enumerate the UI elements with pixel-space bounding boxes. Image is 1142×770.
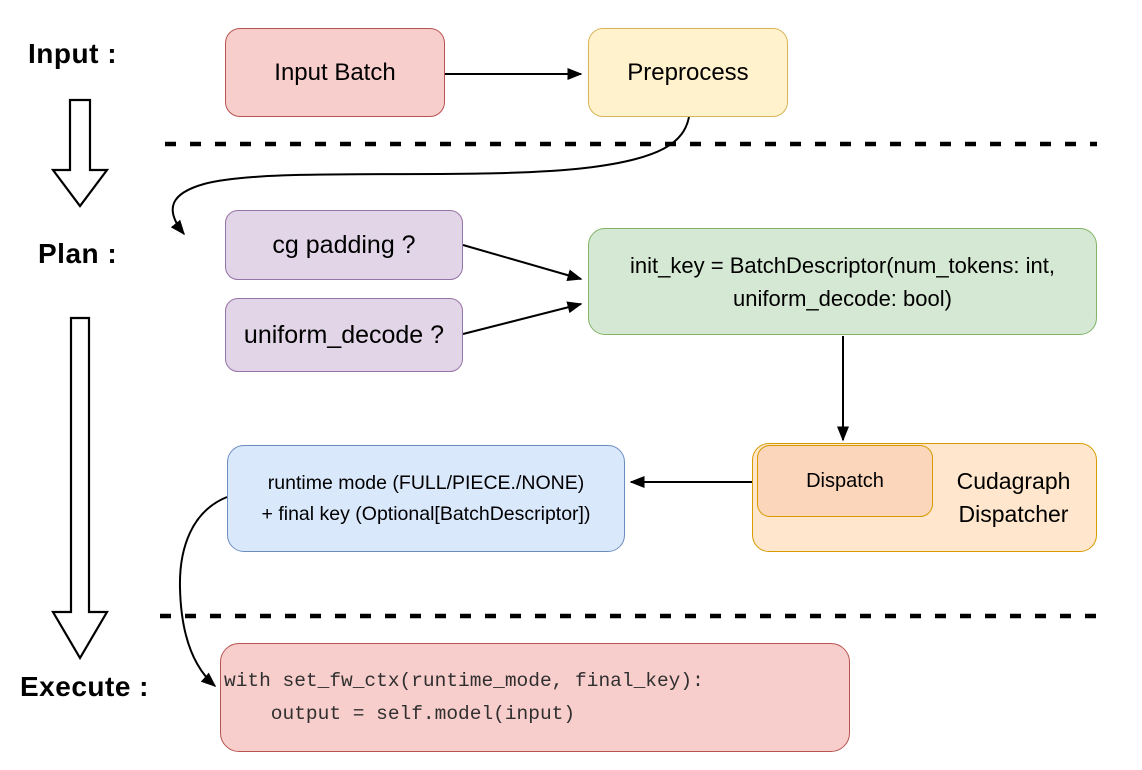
stage-label-execute: Execute : [20,671,149,702]
dispatch-label: Dispatch [806,469,884,492]
node-cg-padding: cg padding ? [225,210,463,280]
edge-uniform-decode-to-init-key [462,301,583,335]
edge-runtime-mode-to-execute-code [178,496,228,687]
node-dispatch: Dispatch [757,445,933,517]
cudagraph-dispatcher-label: Cudagraph Dispatcher [930,443,1097,552]
cg-padding-label: cg padding ? [272,230,416,259]
edge-cg-padding-to-init-key [462,244,583,282]
node-input-batch: Input Batch [225,28,445,117]
node-runtime-mode-final-key: runtime mode (FULL/PIECE./NONE) + final … [227,445,625,552]
stage-label-plan: Plan : [38,238,118,269]
node-execute-code: with set_fw_ctx(runtime_mode, final_key)… [220,643,850,752]
node-init-key: init_key = BatchDescriptor(num_tokens: i… [588,228,1097,335]
uniform-decode-label: uniform_decode ? [243,320,445,349]
stage-arrow-plan-to-execute-icon [51,316,109,661]
node-uniform-decode: uniform_decode ? [225,298,463,372]
init-key-line1: init_key = BatchDescriptor(num_tokens: i… [630,252,1055,278]
stage-label-input: Input : [28,38,118,69]
preprocess-label: Preprocess [627,58,749,86]
init-key-line2: uniform_decode: bool) [733,285,952,311]
edge-preprocess-to-cg-padding [170,116,690,236]
cudagraph-line2: Dispatcher [958,500,1069,527]
execute-code-line2: output = self.model(input) [224,702,576,725]
execute-code-line1: with set_fw_ctx(runtime_mode, final_key)… [224,669,704,692]
node-preprocess: Preprocess [588,28,788,117]
runtime-mode-line1: runtime mode (FULL/PIECE./NONE) [267,471,585,494]
cudagraph-line1: Cudagraph [956,467,1071,494]
stage-arrow-input-to-plan-icon [50,98,110,208]
runtime-mode-line2: + final key (Optional[BatchDescriptor]) [261,502,591,525]
input-batch-label: Input Batch [274,58,396,86]
